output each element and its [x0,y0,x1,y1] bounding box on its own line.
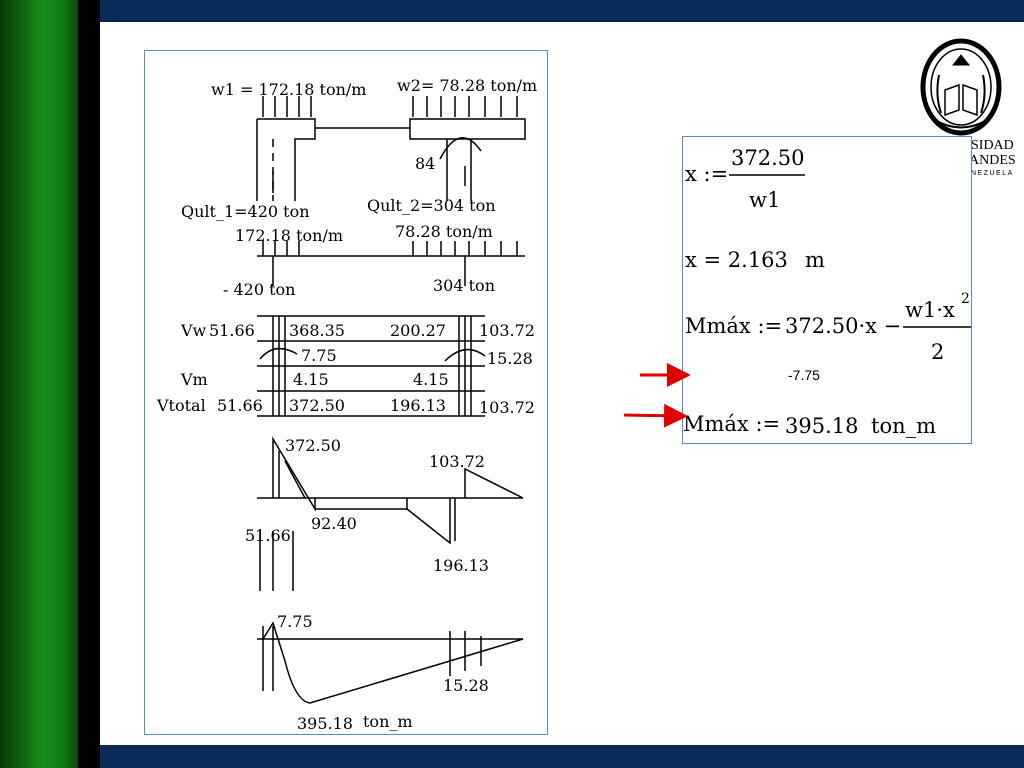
calc-mmax-den: 2 [931,340,944,364]
calc-mmax-exp: 2 [961,291,970,307]
label-w1: w1 = 172.18 ton/m [211,80,366,99]
label-reaction1: - 420 ton [223,280,295,299]
label-qult1: Qult_1=420 ton [181,202,310,221]
label-w2: w2= 78.28 ton/m [397,76,537,95]
calc-mmax-expr: 372.50·x − [785,314,901,338]
label-vm-415b: 4.15 [413,370,449,389]
label-reaction2: 304 ton [433,276,495,295]
label-vt-196: 196.13 [390,396,446,415]
label-sh-196: 196.13 [433,556,489,575]
calc-mmax2-unit: ton_m [871,414,936,438]
label-moment-84: 84 [415,154,435,173]
beam-diagram: w1 = 172.18 ton/m w2= 78.28 ton/m 84 Qul… [156,76,537,733]
logo-text-2: ANDES [969,153,1016,168]
label-vw: Vw [180,321,207,340]
footing-2 [409,118,526,140]
label-vw-51: 51.66 [209,321,255,340]
calculation-panel: x := 372.50 w1 x = 2.163 m Mmáx := 372.5… [682,136,972,444]
load-arrows-w1 [262,96,312,117]
label-mo-unit: ton_m [363,712,413,731]
red-arrows [623,363,690,428]
footing-1 [256,118,316,201]
note-label: -7.75 [788,367,820,383]
left-black-bar [78,0,100,768]
label-load2: 78.28 ton/m [395,222,493,241]
label-vt-51: 51.66 [217,396,263,415]
calc-mmax-lhs: Mmáx := [685,314,782,338]
label-sh-92: 92.40 [311,514,357,533]
bottom-blue-bar [100,745,1024,768]
label-m-1528: 15.28 [487,349,533,368]
label-vtotal: Vtotal [156,396,206,415]
label-vm-415a: 4.15 [293,370,329,389]
label-sh-372: 372.50 [285,436,341,455]
calc-x-res: x = 2.163 [685,248,788,272]
logo-text-1: SIDAD [971,138,1014,153]
label-mo-775: 7.75 [277,612,313,631]
label-mo-1528: 15.28 [443,676,489,695]
calc-x-unit: m [805,248,825,272]
diagram-frame: w1 = 172.18 ton/m w2= 78.28 ton/m 84 Qul… [144,50,548,735]
calc-mmax-num: w1·x [905,298,955,322]
calc-mmax2-val: 395.18 [785,414,858,438]
label-mo-395: 395.18 [297,714,353,733]
label-qult2: Qult_2=304 ton [367,196,496,215]
label-vt-372: 372.50 [289,396,345,415]
moment-diagram [257,621,524,704]
label-vw-200: 200.27 [390,321,446,340]
label-sh-51: 51.66 [245,526,291,545]
calc-x-den: w1 [749,188,780,212]
calc-x-num: 372.50 [731,146,804,170]
calc-mmax2-lhs: Mmáx := [683,412,780,436]
label-vt-103: 103.72 [479,398,535,417]
label-m-775: 7.75 [301,346,337,365]
shear-diagram [257,436,524,591]
label-vw-368: 368.35 [289,321,345,340]
left-green-bar [0,0,78,768]
label-sh-103: 103.72 [429,452,485,471]
calculation-formulas: x := 372.50 w1 x = 2.163 m Mmáx := 372.5… [683,146,971,438]
top-blue-bar [100,0,1024,22]
label-vw-103: 103.72 [479,321,535,340]
label-vm: Vm [180,370,208,389]
calc-x-lhs: x := [685,162,728,186]
red-arrow-2 [623,403,688,428]
label-load1: 172.18 ton/m [235,226,343,245]
logo-text-3: NEZUELA [971,170,1014,177]
load-arrows-w2 [412,96,518,117]
university-logo: SIDAD ANDES NEZUELA [920,38,1016,177]
